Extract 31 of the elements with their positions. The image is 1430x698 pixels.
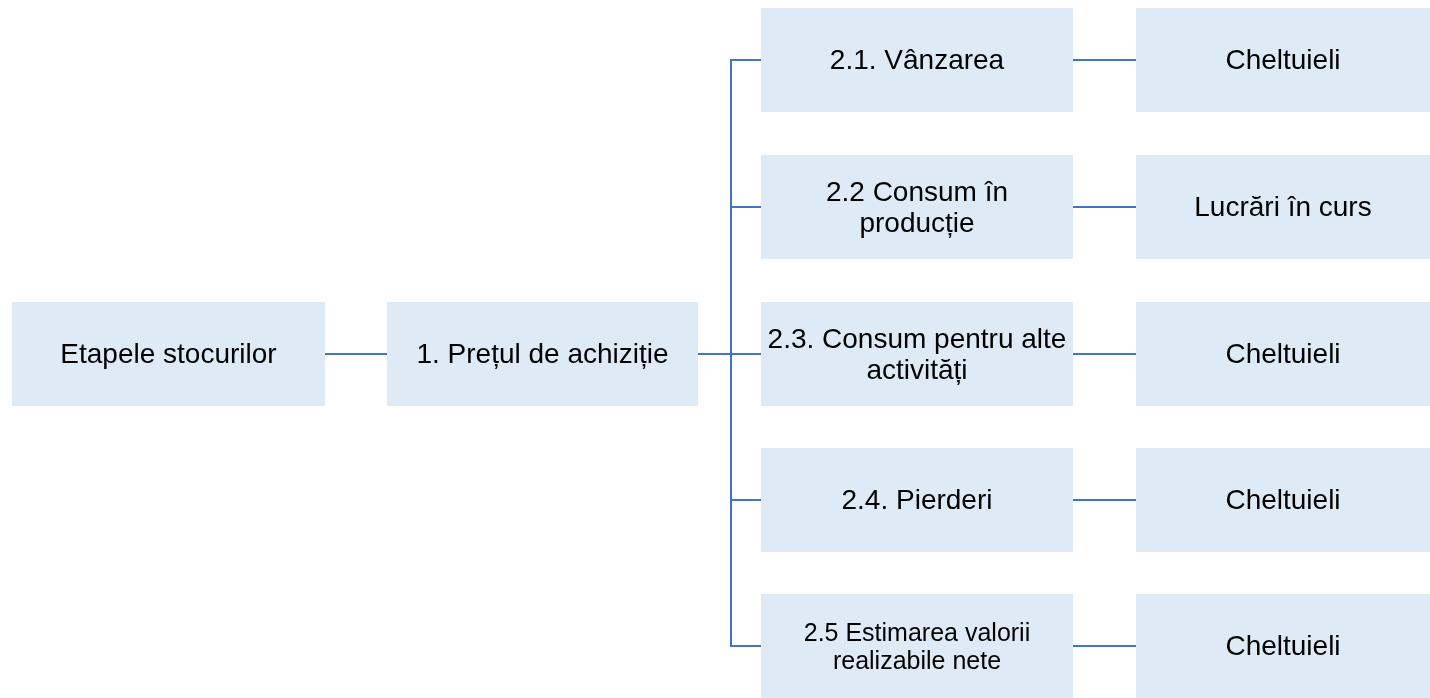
process-box: [1136, 302, 1430, 406]
process-box: [1136, 448, 1430, 552]
node-label: Cheltuieli: [1225, 338, 1341, 370]
process-box: [761, 8, 1073, 112]
node-label: 2.4. Pierderi: [841, 484, 993, 516]
connector-line: [1072, 499, 1137, 501]
node-label: Cheltuieli: [1225, 630, 1341, 662]
node-label: 1. Prețul de achiziție: [416, 338, 669, 370]
connector-line: [1072, 353, 1137, 355]
node-label: 2.1. Vânzarea: [829, 44, 1005, 76]
process-box: [761, 155, 1073, 259]
process-box: [761, 302, 1073, 406]
node-label: 2.2 Consum în producție: [824, 175, 1010, 239]
node-label: 2.5 Estimarea valorii realizabile nete: [802, 618, 1032, 674]
connector-line: [324, 353, 388, 355]
node-label: Lucrări în curs: [1194, 191, 1372, 223]
process-box: [761, 594, 1073, 698]
node-label: 2.3. Consum pentru alte activități: [766, 322, 1068, 386]
process-box: [12, 302, 325, 406]
connector-line: [1072, 206, 1137, 208]
connector-line: [1072, 645, 1137, 647]
process-box: [1136, 155, 1430, 259]
node-label: Cheltuieli: [1225, 484, 1341, 516]
node-label: Cheltuieli: [1225, 44, 1341, 76]
node-label: Etapele stocurilor: [60, 338, 277, 370]
process-box: [1136, 594, 1430, 698]
connector-line: [1072, 59, 1137, 61]
process-box: [761, 448, 1073, 552]
process-box: [1136, 8, 1430, 112]
connector-line: [697, 353, 762, 647]
process-box: [387, 302, 698, 406]
